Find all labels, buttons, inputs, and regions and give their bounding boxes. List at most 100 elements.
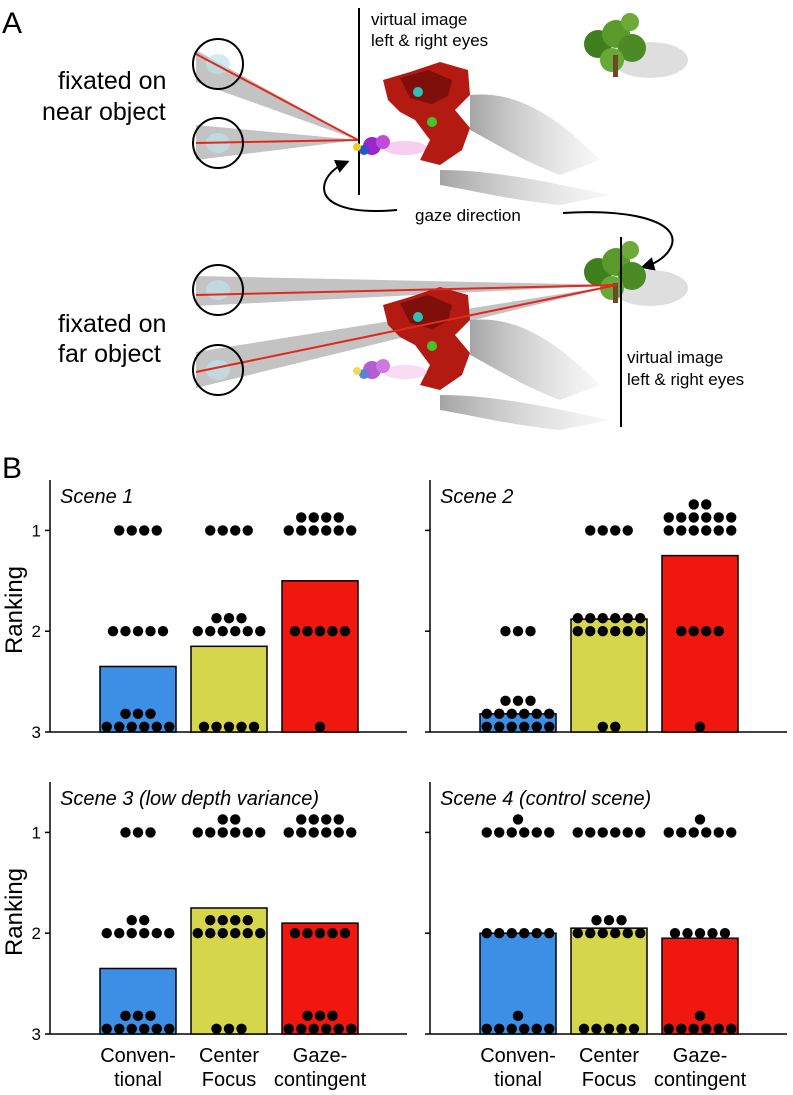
rank-dot — [572, 613, 583, 624]
rank-dot — [145, 1010, 156, 1021]
rank-dot — [610, 721, 621, 732]
rank-dot — [531, 1023, 542, 1034]
rank-dot — [676, 827, 687, 838]
bar-conventional — [479, 713, 557, 733]
rank-dot — [333, 814, 344, 825]
category-label: tional — [494, 1069, 542, 1091]
rank-dot — [688, 512, 699, 523]
rank-dot — [597, 525, 608, 536]
rank-dot — [635, 827, 646, 838]
rank-dot — [346, 827, 357, 838]
rank-dot — [481, 928, 492, 939]
rank-dot — [688, 626, 699, 637]
y-tick-label: 3 — [32, 1025, 41, 1044]
rank-dot — [506, 827, 517, 838]
rank-dot — [494, 721, 505, 732]
gaze-arrow-near — [323, 159, 398, 212]
rank-dot — [101, 721, 112, 732]
rank-dot — [635, 626, 646, 637]
rank-dot — [713, 512, 724, 523]
category-label: Conven- — [100, 1045, 176, 1067]
rank-dot — [302, 1010, 313, 1021]
rank-dot — [622, 928, 633, 939]
rank-dot — [151, 1023, 162, 1034]
rank-dot — [145, 827, 156, 838]
rank-dot — [302, 626, 313, 637]
rank-dot — [308, 512, 319, 523]
rank-dot — [519, 708, 530, 719]
rank-dot — [682, 928, 693, 939]
rank-dot — [205, 827, 216, 838]
rank-dot — [126, 1023, 137, 1034]
rank-dot — [205, 525, 216, 536]
rank-dot — [622, 626, 633, 637]
rank-dot — [506, 1023, 517, 1034]
y-tick-label: 2 — [32, 924, 41, 943]
rank-dot — [663, 525, 674, 536]
rank-dot — [139, 1023, 150, 1034]
rank-dot — [585, 613, 596, 624]
rank-dot — [126, 915, 137, 926]
rank-dot — [597, 827, 608, 838]
y-axis-title-top: Ranking — [1, 566, 28, 654]
near-label-line2: near object — [42, 98, 166, 126]
rank-dot — [333, 1023, 344, 1034]
rank-dot — [597, 928, 608, 939]
rank-dot — [217, 928, 228, 939]
far-label-line2: far object — [58, 340, 161, 368]
rank-dot — [230, 626, 241, 637]
rank-dot — [694, 1010, 706, 1021]
rank-dot — [132, 1010, 144, 1021]
rank-dot — [296, 1023, 307, 1034]
rank-dot — [296, 814, 307, 825]
rank-dot — [321, 1023, 332, 1034]
rank-dot — [321, 512, 332, 523]
rank-dot — [164, 928, 175, 939]
rank-dot — [255, 928, 266, 939]
category-label: Gaze- — [673, 1045, 727, 1067]
rank-dot — [205, 915, 216, 926]
rank-dot — [713, 1023, 724, 1034]
rank-dot — [236, 1023, 247, 1034]
y-tick-label: 1 — [32, 521, 41, 540]
y-tick-label: 2 — [32, 622, 41, 641]
rank-dot — [211, 1023, 222, 1034]
y-axis-title-bottom: Ranking — [1, 868, 28, 956]
rank-dot — [494, 928, 505, 939]
rank-dot — [591, 1023, 602, 1034]
rank-dot — [512, 814, 524, 825]
rank-dot — [302, 928, 313, 939]
category-label: tional — [114, 1069, 162, 1091]
rank-dot — [139, 928, 150, 939]
rank-dot — [610, 626, 621, 637]
rank-dot — [283, 1023, 294, 1034]
rank-dot — [339, 928, 351, 939]
rank-dot — [701, 827, 712, 838]
rank-dot — [339, 626, 351, 637]
rank-dot — [688, 827, 699, 838]
tree-bottom — [584, 241, 688, 306]
rank-dot — [101, 928, 112, 939]
rank-dot — [610, 613, 621, 624]
rank-dot — [726, 525, 737, 536]
category-label: Focus — [582, 1069, 636, 1091]
rank-dot — [597, 613, 608, 624]
rank-dot — [713, 626, 724, 637]
rank-dot — [713, 827, 724, 838]
rank-dot — [591, 915, 602, 926]
rank-dot — [230, 814, 241, 825]
rank-dot — [506, 721, 517, 732]
rank-dot — [192, 928, 203, 939]
rank-dot — [120, 626, 131, 637]
rank-dot — [114, 721, 125, 732]
rank-dot — [663, 827, 674, 838]
dragon-top — [383, 62, 610, 205]
bar-center-focus — [190, 645, 268, 733]
rank-dot — [333, 512, 344, 523]
rank-dot — [713, 525, 724, 536]
rank-dot — [255, 827, 266, 838]
chart-panel-2: Scene 2 — [425, 480, 787, 733]
rank-dot — [688, 1023, 699, 1034]
